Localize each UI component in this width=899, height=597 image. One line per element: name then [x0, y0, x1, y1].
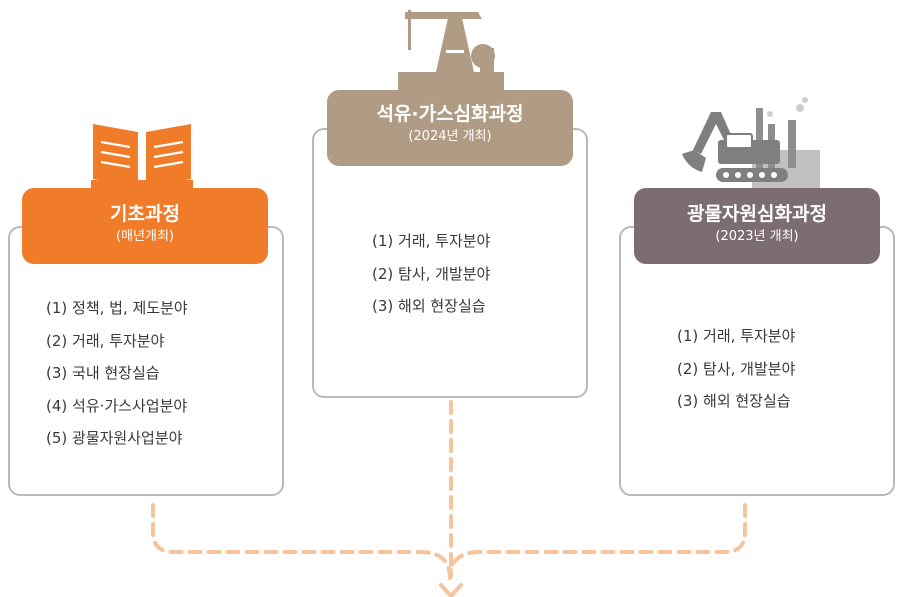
mineral-course-header: 광물자원심화과정 (2023년 개최)	[634, 188, 880, 264]
connector-left	[151, 503, 452, 580]
basic-course-title: 기초과정	[110, 203, 180, 225]
list-item: (1) 거래, 투자분야	[677, 327, 796, 345]
list-item: (2) 탐사, 개발분야	[372, 264, 491, 283]
list-item: (5) 광물자원사업분야	[46, 429, 183, 447]
list-item: (2) 탐사, 개발분야	[677, 359, 796, 378]
basic-course-card	[8, 226, 284, 496]
list-item: (1) 거래, 투자분야	[372, 232, 491, 250]
mineral-course-title: 광물자원심화과정	[687, 203, 827, 225]
mineral-course-subtitle: (2023년 개최)	[715, 229, 799, 244]
mineral-course-items: (1) 거래, 투자분야 (2) 탐사, 개발분야 (3) 해외 현장실습	[677, 320, 795, 418]
list-item: (3) 국내 현장실습	[46, 364, 160, 382]
basic-course-subtitle: (매년개최)	[116, 229, 174, 244]
arrow-head-icon	[439, 583, 463, 597]
list-item: (3) 해외 현장실습	[372, 297, 486, 315]
oil-gas-course-subtitle: (2024년 개최)	[408, 129, 492, 144]
oil-gas-course-title: 석유·가스심화과정	[376, 103, 524, 125]
list-item: (2) 거래, 투자분야	[46, 331, 165, 350]
list-item: (1) 정책, 법, 제도분야	[46, 299, 188, 317]
oil-gas-course-header: 석유·가스심화과정 (2024년 개최)	[327, 90, 573, 166]
basic-course-items: (1) 정책, 법, 제도분야 (2) 거래, 투자분야 (3) 국내 현장실습…	[46, 292, 188, 455]
oil-gas-course-items: (1) 거래, 투자분야 (2) 탐사, 개발분야 (3) 해외 현장실습	[372, 225, 490, 323]
list-item: (4) 석유·가스사업분야	[46, 396, 188, 415]
basic-course-header: 기초과정 (매년개최)	[22, 188, 268, 264]
connector-right	[448, 503, 747, 580]
list-item: (3) 해외 현장실습	[677, 392, 791, 410]
